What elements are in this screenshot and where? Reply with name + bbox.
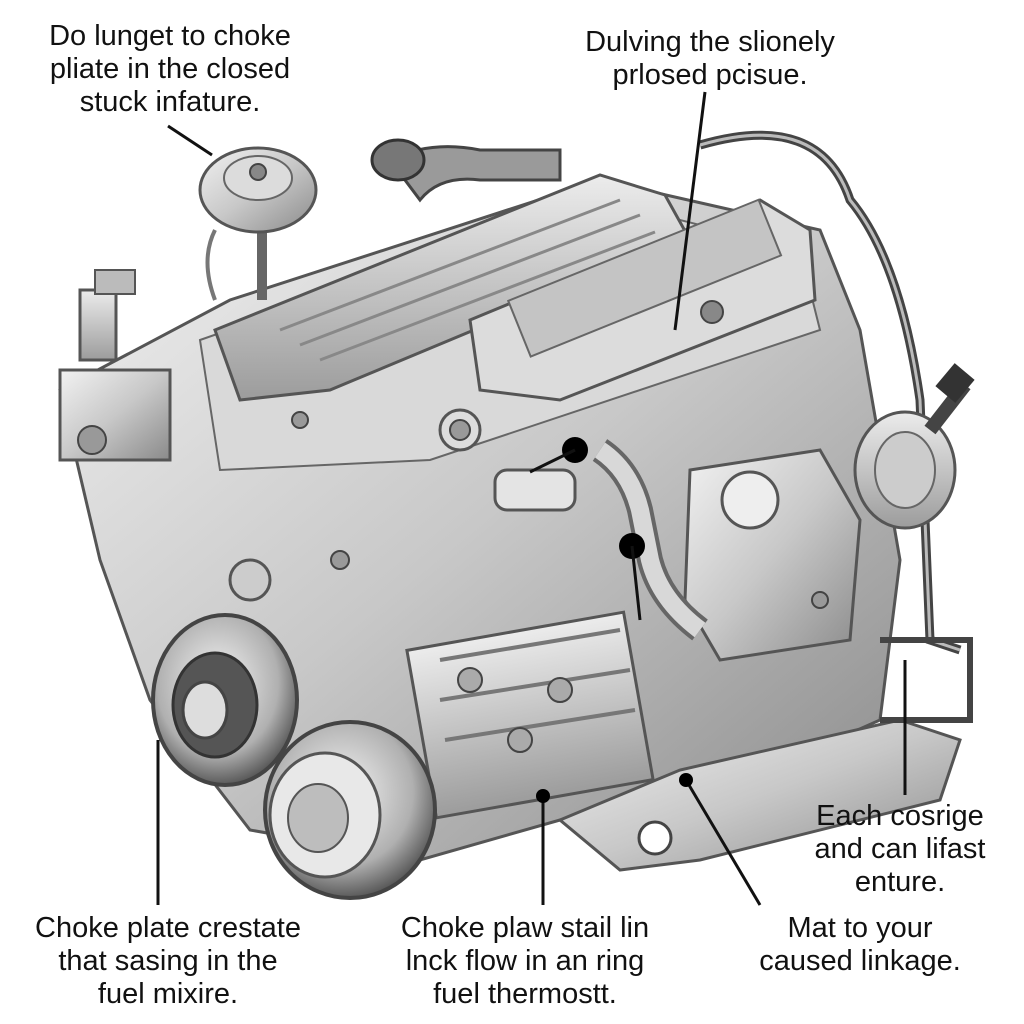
- leader-line-bottom-mid-right: [684, 779, 762, 906]
- annotation-line: that sasing in the: [58, 945, 278, 977]
- leader-end-bottom-mid-right: [679, 773, 693, 787]
- annotation-line: Do lunget to choke: [49, 20, 291, 52]
- annotation-line: fuel mixire.: [97, 978, 239, 1010]
- choke-canister: [198, 146, 318, 301]
- annotation-line: and can lifast: [814, 833, 986, 865]
- bolt-heads: [228, 408, 829, 609]
- front-pulley: [263, 720, 437, 900]
- annotation-line: stuck infature.: [79, 86, 261, 118]
- annotation-line: pliate in the closed: [49, 53, 291, 85]
- mount-bracket: [557, 637, 973, 872]
- annotation-line: Dulving the slionely: [585, 26, 835, 58]
- annotation-line: Choke plaw stail lin: [400, 912, 650, 944]
- intake-hose: [370, 138, 562, 203]
- left-fitting: [58, 269, 172, 462]
- annotation-top-left: Do lunget to choke pliate in the closed …: [20, 20, 320, 119]
- annotation-line: prlosed pcisue.: [612, 59, 808, 91]
- annotation-top-right: Dulving the slionely prlosed pcisue.: [540, 26, 880, 92]
- leader-line-dot-2: [630, 545, 642, 621]
- annotation-line: fuel thermostt.: [433, 978, 617, 1010]
- annotation-bottom-center: Choke plaw stail lin lnck flow in an rin…: [360, 912, 690, 1011]
- annotation-line: Choke plate crestate: [35, 912, 301, 944]
- leader-end-bottom-center: [536, 789, 550, 803]
- annotation-line: lnck flow in an ring: [405, 945, 645, 977]
- annotation-line: Each cosrige: [816, 800, 984, 832]
- fuel-pump-assembly: [405, 610, 655, 820]
- crank-pulley: [151, 613, 299, 787]
- annotation-line: Mat to your: [787, 912, 933, 944]
- intake-tube: [493, 439, 708, 641]
- annotation-bottom-left: Choke plate crestate that sasing in the …: [8, 912, 328, 1011]
- annotation-bottom-right: Each cosrige and can lifast enture.: [790, 800, 1010, 899]
- valve-cover-right: [468, 198, 817, 402]
- annotation-bottom-mid-right: Mat to your caused linkage.: [720, 912, 1000, 978]
- leader-line-dot-1: [529, 448, 576, 474]
- annotation-line: caused linkage.: [759, 945, 961, 977]
- leader-line-top-right: [673, 91, 707, 331]
- fuel-line: [698, 130, 962, 655]
- annotation-line: enture.: [854, 866, 946, 898]
- leader-line-top-left: [167, 124, 213, 157]
